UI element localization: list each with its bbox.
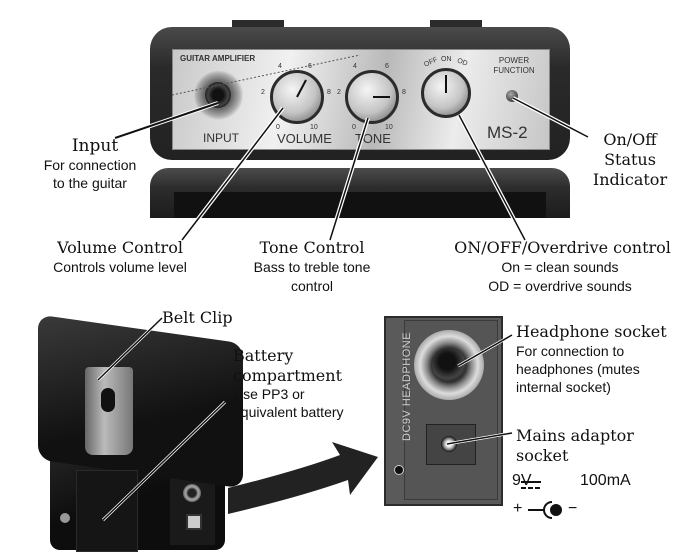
volume-callout-desc: Controls volume level <box>53 259 187 275</box>
polarity-icon <box>394 465 404 475</box>
status-callout-line-2: Status <box>604 150 656 169</box>
power-label-2: FUNCTION <box>493 66 535 75</box>
tone-callout-line <box>329 117 369 241</box>
polarity-center-dot <box>550 504 562 516</box>
mains-callout-title-2: socket <box>516 446 569 465</box>
belt-clip-callout-title: Belt Clip <box>162 308 233 327</box>
headphone-callout-desc-1: For connection to <box>516 343 625 359</box>
volume-callout-line <box>181 107 284 241</box>
status-callout-line-1: On/Off <box>603 130 657 149</box>
mains-rating-voltage: 9V <box>512 472 532 489</box>
mains-rating-current: 100mA <box>580 472 631 489</box>
mains-callout-line <box>446 432 513 445</box>
volume-scale-0: 0 <box>276 124 280 131</box>
battery-callout-line <box>102 401 226 521</box>
brand-label: GUITAR AMPLIFIER <box>180 54 256 63</box>
mains-callout-title-1: Mains adaptor <box>516 426 634 445</box>
mode-callout-title: ON/OFF/Overdrive control <box>454 238 671 257</box>
arrow-icon <box>228 442 378 514</box>
status-callout-line <box>512 97 589 138</box>
battery-callout-title-1: Battery <box>233 346 294 365</box>
input-callout-desc-1: For connection <box>43 157 137 173</box>
belt-clip-slot <box>101 388 115 412</box>
mode-callout-desc-1: On = clean sounds <box>501 259 619 275</box>
headphone-callout-desc-3: internal socket) <box>516 379 611 395</box>
polarity-minus: − <box>568 500 578 517</box>
mode-callout-line <box>458 114 526 241</box>
amplifier-grille <box>174 192 546 218</box>
volume-scale-6: 6 <box>308 63 312 70</box>
status-callout-line-3: Indicator <box>592 170 668 189</box>
input-label: INPUT <box>203 131 239 145</box>
power-label-1: POWER <box>498 56 530 65</box>
volume-pointer <box>296 79 307 98</box>
input-callout-line <box>114 102 219 139</box>
side-dc-socket <box>186 514 202 530</box>
battery-callout-title-2: compartment <box>233 366 342 385</box>
screw <box>60 513 70 523</box>
tone-scale-6: 6 <box>385 63 389 70</box>
volume-scale-10: 10 <box>310 124 318 131</box>
battery-callout-desc-1: Use PP3 or <box>233 386 305 402</box>
battery-callout-desc-2: equivalent battery <box>233 404 344 420</box>
amp-top-tab-left <box>232 20 284 29</box>
tone-scale-2: 2 <box>337 89 341 96</box>
tone-scale-10: 10 <box>385 124 393 131</box>
panel-dashed-line <box>171 54 361 96</box>
tone-scale-0: 0 <box>352 124 356 131</box>
volume-scale-2: 2 <box>261 89 265 96</box>
headphone-callout-title: Headphone socket <box>516 322 667 341</box>
headphone-callout-desc-2: headphones (mutes <box>516 361 640 377</box>
tone-callout-desc-1: Bass to treble tone <box>253 259 371 275</box>
input-callout-desc-2: to the guitar <box>53 175 127 191</box>
tone-callout-desc-2: control <box>290 278 334 294</box>
tone-callout-title: Tone Control <box>259 238 365 257</box>
polarity-arc <box>543 501 553 519</box>
mode-scale-on: ON <box>441 56 452 63</box>
tone-scale-8: 8 <box>402 89 406 96</box>
polarity-plus: + <box>513 500 523 517</box>
input-callout-title: Input <box>71 136 119 156</box>
mode-callout-desc-2: OD = overdrive sounds <box>488 278 632 294</box>
model-label: MS-2 <box>487 123 528 142</box>
volume-scale-4: 4 <box>278 63 282 70</box>
side-headphone-jack <box>183 484 201 502</box>
volume-scale-8: 8 <box>327 89 331 96</box>
tone-scale-4: 4 <box>353 63 357 70</box>
headphone-callout-line <box>457 334 513 367</box>
belt-clip-callout-line <box>97 317 163 381</box>
battery-compartment-cover[interactable] <box>76 470 138 552</box>
amp-top-tab-right <box>430 20 482 29</box>
volume-callout-title: Volume Control <box>57 238 183 257</box>
volume-label: VOLUME <box>277 131 332 146</box>
